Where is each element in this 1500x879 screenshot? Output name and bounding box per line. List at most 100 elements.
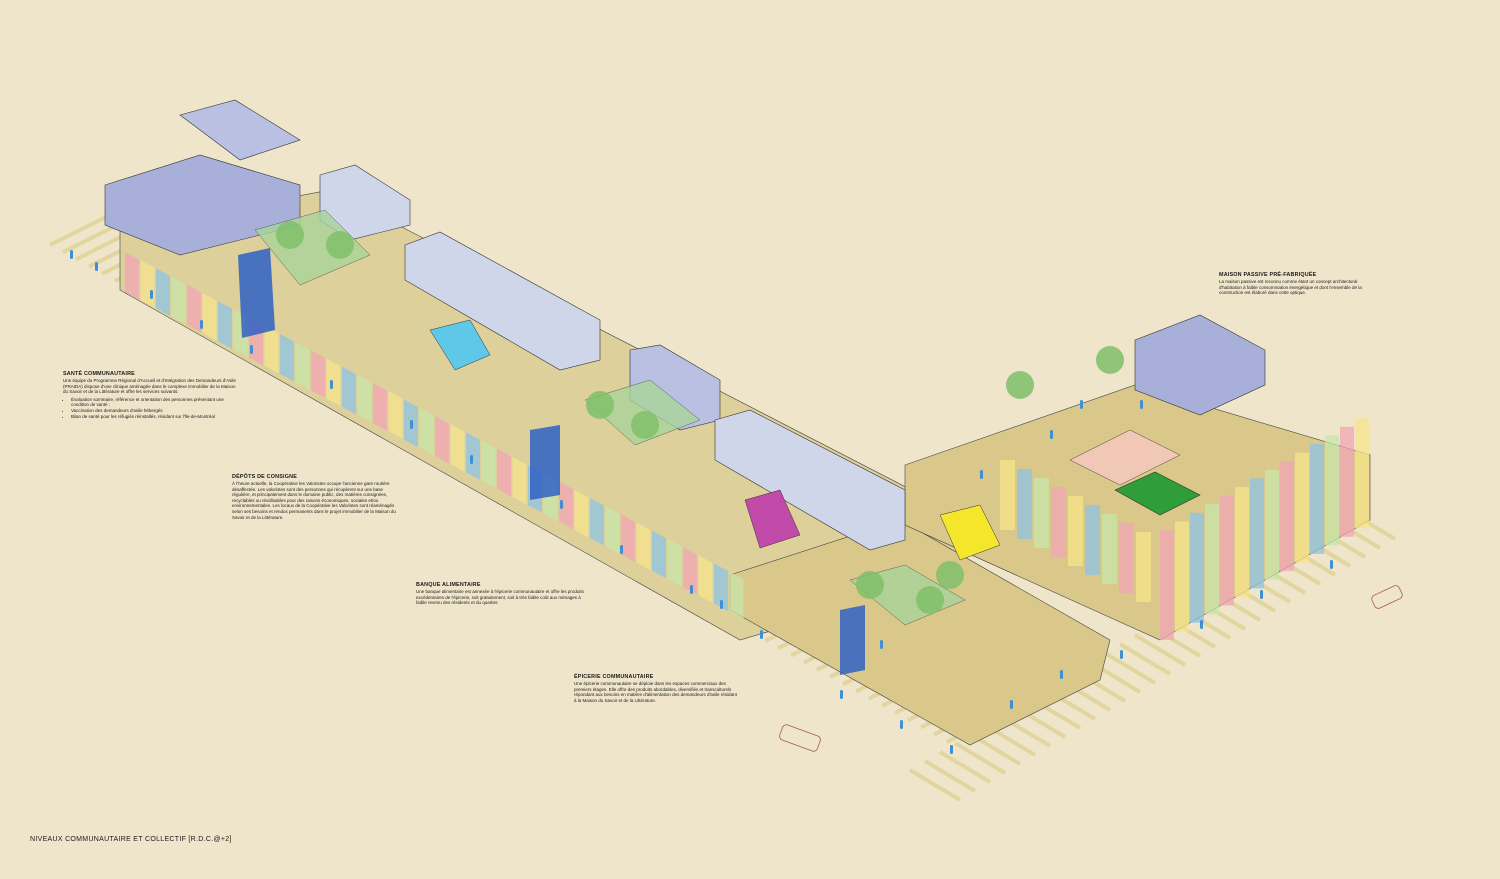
annotation-sante: SANTÉ COMMUNAUTAIRE Une équipe du Progra… — [63, 371, 238, 419]
facade-panel — [497, 448, 511, 497]
person — [95, 262, 98, 271]
facade-panel — [1355, 418, 1369, 529]
facade-panel — [280, 334, 294, 382]
annotation-depots-text: À l'heure actuelle, la Coopérative les V… — [232, 481, 396, 520]
facade-panel — [450, 424, 465, 472]
trees — [276, 221, 1124, 614]
facade-panel — [326, 358, 341, 407]
facade-panel — [1190, 512, 1204, 623]
facade-panel — [1295, 452, 1309, 563]
pink-hall — [1069, 429, 1181, 486]
facade-panel — [1102, 514, 1117, 584]
annotation-sante-text: Une équipe du Programme Régional d'Accue… — [63, 378, 236, 395]
tree — [936, 561, 964, 589]
person — [1080, 400, 1083, 409]
facade-panel — [1000, 460, 1015, 530]
facade-panel — [714, 563, 728, 612]
street-stripe — [1133, 633, 1187, 667]
facade-panel — [605, 506, 620, 554]
person — [1260, 590, 1263, 599]
facade-panel — [419, 407, 434, 456]
street-stripe — [1103, 651, 1157, 685]
residential-block-5 — [714, 409, 906, 551]
facade-panel — [652, 530, 666, 579]
person — [1330, 560, 1333, 569]
facade-panel — [357, 375, 372, 423]
street-stripe — [49, 213, 111, 247]
residential-block-1-top — [179, 99, 301, 161]
street-stripe — [953, 741, 1007, 775]
facade-panel — [171, 276, 186, 325]
street-stripe — [908, 768, 962, 802]
person — [200, 320, 203, 329]
facade-panel — [218, 301, 232, 349]
car-1 — [1371, 585, 1403, 609]
person — [1010, 700, 1013, 709]
facade-panel — [481, 440, 496, 489]
person — [410, 420, 413, 429]
ground-slabs — [119, 189, 1371, 746]
person — [1050, 430, 1053, 439]
facade-panel — [373, 383, 387, 431]
person — [840, 690, 843, 699]
facade-panel — [1310, 444, 1324, 554]
residential-block-3 — [404, 231, 601, 371]
car-2 — [779, 724, 821, 752]
facade-panel — [156, 268, 170, 316]
facade-panel — [1250, 478, 1264, 589]
facade-panel — [466, 432, 480, 480]
residential-block-6 — [1134, 314, 1266, 416]
tree — [1096, 346, 1124, 374]
facade-panel — [698, 555, 713, 603]
annotation-maison: MAISON PASSIVE PRÉ-FABRIQUÉE La maison p… — [1219, 272, 1377, 296]
annotation-sante-item: Bilan de santé pour les réfugiés réinsta… — [71, 414, 238, 420]
tree — [276, 221, 304, 249]
facade-panel — [729, 571, 744, 620]
person — [950, 745, 953, 754]
person — [690, 585, 693, 594]
facade-panel — [1085, 505, 1100, 575]
street-stripe — [1118, 642, 1172, 676]
facade-panel — [636, 522, 651, 571]
person — [880, 640, 883, 649]
tree — [856, 571, 884, 599]
central-courtyard — [1114, 471, 1201, 516]
annotation-epicerie: ÉPICERIE COMMUNAUTAIRE Une épicerie comm… — [574, 674, 739, 703]
annotation-sante-item: Vaccination des demandeurs d'asile héber… — [71, 408, 238, 414]
tree — [1006, 371, 1034, 399]
facade-panel — [574, 489, 589, 538]
facade-panel — [512, 457, 527, 505]
annotation-epicerie-title: ÉPICERIE COMMUNAUTAIRE — [574, 674, 654, 680]
person — [1060, 670, 1063, 679]
facade-panel — [1205, 504, 1219, 615]
tree — [916, 586, 944, 614]
person — [70, 250, 73, 259]
facade-panel — [1017, 469, 1032, 539]
facade-panel — [202, 293, 217, 341]
tree — [326, 231, 354, 259]
annotation-maison-title: MAISON PASSIVE PRÉ-FABRIQUÉE — [1219, 272, 1317, 278]
street-stripe — [923, 759, 977, 793]
annotation-sante-title: SANTÉ COMMUNAUTAIRE — [63, 371, 135, 377]
facade-panel — [1175, 521, 1189, 632]
tree — [631, 411, 659, 439]
facade-panel — [264, 325, 279, 374]
street-stripe — [938, 750, 992, 784]
tree — [586, 391, 614, 419]
annotation-maison-text: La maison passive est reconnu comme étan… — [1219, 279, 1362, 296]
annotation-sante-item: Évaluation sommaire, référence et orient… — [71, 397, 238, 408]
annotation-epicerie-text: Une épicerie communautaire se déploie da… — [574, 681, 737, 703]
annotation-depots: DÉPÔTS DE CONSIGNE À l'heure actuelle, l… — [232, 474, 400, 520]
person — [720, 600, 723, 609]
cyan-stair — [429, 319, 491, 371]
person — [760, 630, 763, 639]
person — [620, 545, 623, 554]
annotation-banque-title: BANQUE ALIMENTAIRE — [416, 582, 481, 588]
facade-panel — [187, 284, 201, 333]
person — [900, 720, 903, 729]
magenta-stair — [744, 489, 801, 549]
person — [980, 470, 983, 479]
annotation-banque-text: Une banque alimentaire est annexée à l'é… — [416, 589, 584, 606]
stair-towers — [238, 248, 1001, 675]
